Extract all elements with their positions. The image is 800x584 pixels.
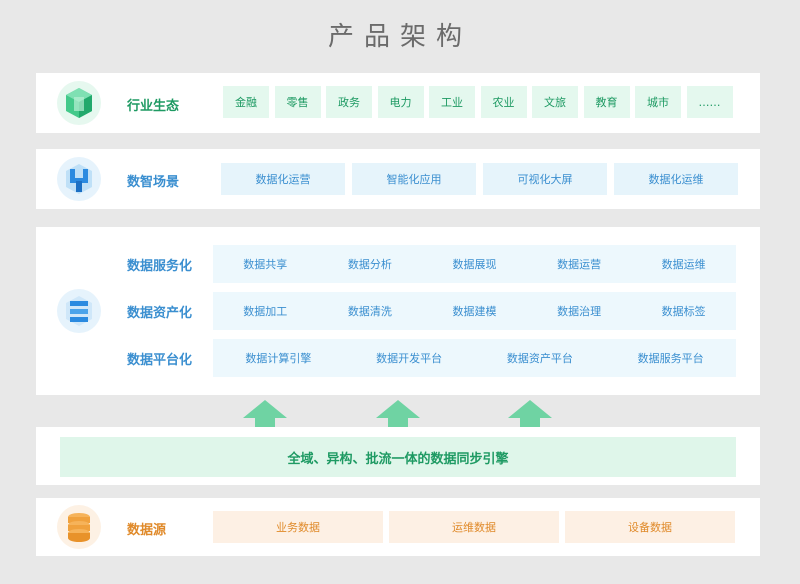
source-chip: 业务数据 bbox=[213, 511, 383, 543]
source-label: 数据源 bbox=[127, 523, 167, 538]
industry-chip: 政务 bbox=[326, 86, 372, 118]
database-orange-icon bbox=[56, 504, 102, 550]
industry-chip: 工业 bbox=[429, 86, 475, 118]
source-layer: 数据源 业务数据运维数据设备数据 bbox=[36, 498, 760, 556]
scenario-label: 数智场景 bbox=[127, 175, 180, 190]
platform-item: 数据清洗 bbox=[347, 305, 392, 318]
platform-row-label: 数据平台化 bbox=[127, 353, 193, 368]
platform-row-label: 数据资产化 bbox=[127, 306, 193, 321]
up-arrow-icon bbox=[376, 400, 420, 438]
up-arrow-icon bbox=[508, 400, 552, 438]
platform-row-band: 数据共享 数据分析 数据展现 数据运营 数据运维 bbox=[213, 245, 736, 283]
industry-chip: 教育 bbox=[583, 86, 630, 118]
scenario-layer: 数智场景 数据化运营智能化应用可视化大屏数据化运维 bbox=[36, 149, 760, 209]
platform-item: 数据计算引擎 bbox=[245, 352, 312, 365]
stack-blue-icon bbox=[56, 288, 102, 334]
platform-item: 数据展现 bbox=[452, 258, 497, 271]
industry-chip: 金融 bbox=[223, 86, 269, 118]
industry-chip: 零售 bbox=[274, 86, 321, 118]
platform-item: 数据建模 bbox=[452, 305, 497, 318]
platform-item: 数据共享 bbox=[243, 258, 288, 271]
platform-layer: 数据服务化数据共享数据分析数据展现数据运营数据运维数据资产化数据加工数据清洗数据… bbox=[36, 227, 760, 395]
platform-row-label: 数据服务化 bbox=[127, 259, 193, 274]
platform-item: 数据加工 bbox=[243, 305, 288, 318]
platform-row-band: 数据加工 数据清洗 数据建模 数据治理 数据标签 bbox=[213, 292, 736, 330]
industry-chip: 城市 bbox=[635, 86, 681, 118]
industry-chip: 电力 bbox=[377, 86, 424, 118]
platform-item: 数据分析 bbox=[347, 258, 392, 271]
platform-item: 数据资产平台 bbox=[506, 352, 573, 365]
scenario-chip: 可视化大屏 bbox=[483, 163, 607, 195]
up-arrow-icon bbox=[243, 400, 287, 438]
industry-layer: 行业生态 金融零售政务电力工业农业文旅教育城市…… bbox=[36, 73, 760, 133]
platform-item: 数据开发平台 bbox=[376, 352, 443, 365]
source-chip: 运维数据 bbox=[389, 511, 559, 543]
cube-green-icon bbox=[56, 80, 102, 126]
industry-chip: 农业 bbox=[480, 86, 527, 118]
industry-chip: 文旅 bbox=[532, 86, 578, 118]
platform-item: 数据治理 bbox=[557, 305, 602, 318]
industry-chip: …… bbox=[686, 86, 733, 118]
platform-item: 数据服务平台 bbox=[637, 352, 704, 365]
platform-item: 数据运维 bbox=[661, 258, 706, 271]
sync-engine-bar: 全域、异构、批流一体的数据同步引擎 bbox=[60, 437, 736, 477]
scenario-chip: 数据化运维 bbox=[614, 163, 738, 195]
page-title: 产品架构 bbox=[327, 22, 472, 52]
scenario-chip: 智能化应用 bbox=[352, 163, 476, 195]
source-chip: 设备数据 bbox=[565, 511, 735, 543]
platform-item: 数据运营 bbox=[557, 258, 602, 271]
platform-row-band: 数据计算引擎 数据开发平台 数据资产平台 数据服务平台 bbox=[213, 339, 736, 377]
industry-label: 行业生态 bbox=[127, 99, 180, 114]
scenario-chip: 数据化运营 bbox=[221, 163, 345, 195]
funnel-blue-icon bbox=[56, 156, 102, 202]
platform-item: 数据标签 bbox=[661, 305, 706, 318]
